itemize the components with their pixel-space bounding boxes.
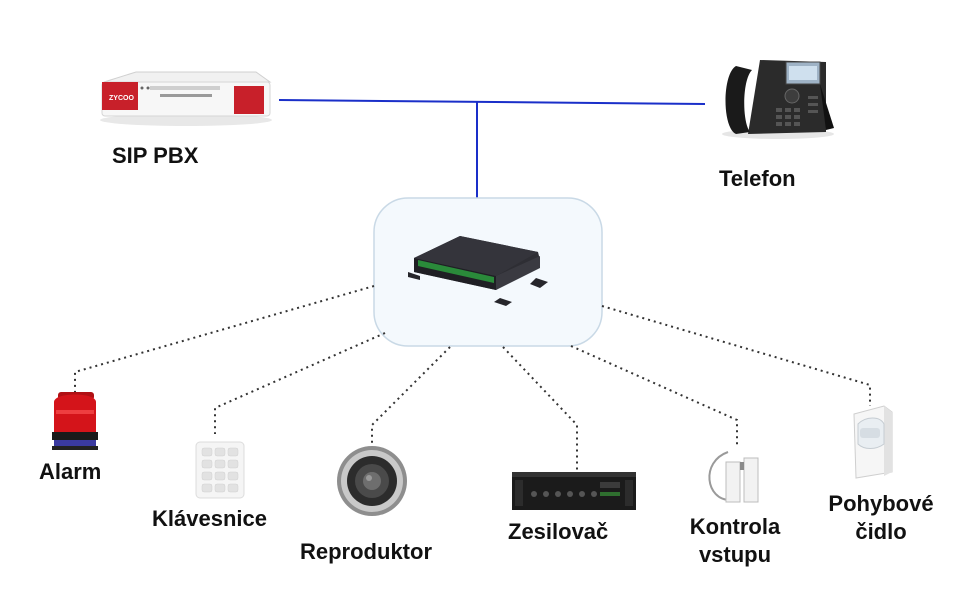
phone-label: Telefon xyxy=(719,166,796,191)
motion-label: Pohybové čidlo xyxy=(816,490,946,546)
io-controller-icon xyxy=(408,236,548,306)
link-keypad xyxy=(214,332,386,434)
amplifier-label: Zesilovač xyxy=(508,519,609,544)
link-amplifier xyxy=(502,346,578,470)
link-pbx-phone xyxy=(278,99,706,105)
door-sensor-icon xyxy=(708,451,759,503)
link-alarm xyxy=(74,285,375,395)
keypad-icon xyxy=(195,441,245,499)
access-label-line2: vstupu xyxy=(698,542,772,567)
speaker-label: Reproduktor xyxy=(300,539,432,564)
link-speaker xyxy=(371,346,451,448)
motion-label-line2: čidlo xyxy=(855,519,907,544)
access-label: Kontrola vstupu xyxy=(680,513,790,569)
peripheral-links xyxy=(74,285,871,470)
pbx-device-icon: ZYCOO xyxy=(100,71,272,126)
pbx-label: SIP PBX xyxy=(112,143,199,168)
motion-sensor-icon xyxy=(853,405,893,479)
speaker-icon xyxy=(337,446,407,516)
alarm-beacon-icon xyxy=(52,392,98,450)
alarm-label: Alarm xyxy=(39,459,102,484)
amplifier-icon xyxy=(512,472,636,510)
motion-label-line1: Pohybové xyxy=(828,491,934,516)
link-access xyxy=(570,345,738,445)
network-links xyxy=(278,99,706,198)
link-motion xyxy=(601,305,871,406)
ip-phone-icon xyxy=(722,60,834,139)
access-label-line1: Kontrola xyxy=(689,514,781,539)
pbx-brand-text: ZYCOO xyxy=(109,95,134,102)
keypad-label: Klávesnice xyxy=(152,506,267,531)
